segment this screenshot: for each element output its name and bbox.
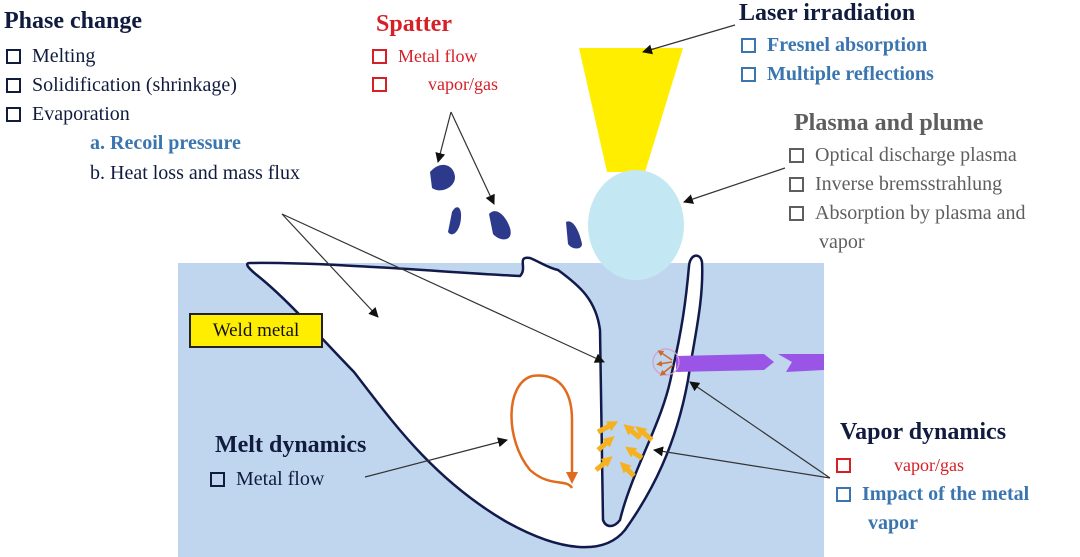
melt-flow-arrow	[510, 374, 574, 489]
keyhole-outline	[246, 254, 704, 549]
spatter-droplet	[566, 221, 582, 249]
leader-line	[689, 381, 831, 479]
list-item-label: Metal flow	[236, 468, 325, 490]
leader-line	[683, 167, 786, 204]
list-item: Solidification (shrinkage)	[6, 71, 237, 100]
laser-title: Laser irradiation	[739, 0, 916, 26]
checkbox-icon	[6, 78, 21, 93]
checkbox-icon	[741, 38, 756, 53]
list-item: vapor/gas	[372, 70, 498, 98]
list-item-label: vapor	[868, 512, 918, 534]
secondary-beam	[778, 354, 824, 372]
list-item: Multiple reflections	[741, 60, 934, 89]
plasma-title: Plasma and plume	[794, 110, 984, 136]
list-item: vapor	[789, 228, 1026, 257]
leader-line	[642, 24, 736, 55]
list-item-label: Evaporation	[32, 103, 130, 125]
laser-beam	[579, 48, 683, 172]
checkbox-icon	[6, 49, 21, 64]
impact-arrow	[656, 360, 673, 367]
vapor-arrow	[596, 421, 619, 435]
vapor-arrow	[619, 461, 636, 478]
list-item-label: Fresnel absorption	[767, 34, 928, 56]
spatter-droplet	[489, 211, 511, 240]
leader-line	[435, 111, 452, 163]
leader-line	[450, 111, 495, 205]
melt-dynamics-title: Melt dynamics	[215, 432, 367, 458]
list-item: Absorption by plasma and	[789, 199, 1026, 228]
weld-metal-label: Weld metal	[189, 313, 323, 348]
phase-change-sub-a: a. Recoil pressure	[90, 132, 241, 154]
list-item: vapor/gas	[836, 451, 1029, 480]
leader-line	[653, 446, 831, 479]
vapor-arrow	[594, 456, 613, 472]
list-item-label: Solidification (shrinkage)	[32, 74, 237, 96]
checkbox-icon	[6, 107, 21, 122]
checkbox-icon	[210, 472, 225, 487]
laser-list: Fresnel absorption Multiple reflections	[741, 31, 934, 89]
leader-line	[364, 437, 508, 478]
impact-arrow	[657, 350, 673, 361]
checkbox-icon	[836, 487, 851, 502]
checkbox-icon	[789, 177, 804, 192]
vapor-dynamics-title: Vapor dynamics	[840, 419, 1007, 445]
list-item-label: Multiple reflections	[767, 63, 934, 85]
list-item: Evaporation	[6, 100, 237, 129]
list-item-label: vapor	[819, 231, 865, 253]
melt-dynamics-list: Metal flow	[210, 465, 324, 494]
list-item-label: Metal flow	[398, 46, 478, 66]
phase-change-list: Melting Solidification (shrinkage) Evapo…	[6, 42, 237, 129]
vapor-arrow	[625, 446, 644, 461]
phase-change-title: Phase change	[4, 8, 142, 34]
list-item: vapor	[836, 509, 1029, 538]
melt-flow-arrow	[531, 374, 578, 484]
list-item-label: Impact of the metal	[862, 483, 1030, 505]
plasma-plume	[588, 170, 684, 280]
vapor-dynamics-list: vapor/gas Impact of the metal vapor	[836, 451, 1029, 538]
list-item-label: vapor/gas	[428, 74, 498, 94]
vapor-arrow	[635, 426, 654, 442]
list-item: Melting	[6, 42, 237, 71]
spatter-droplet	[448, 207, 462, 235]
checkbox-icon	[372, 48, 387, 64]
leader-line	[281, 213, 379, 318]
impact-arrow	[659, 364, 674, 376]
list-item: Optical discharge plasma	[789, 141, 1026, 170]
checkbox-icon	[836, 458, 851, 473]
checkbox-icon	[741, 67, 756, 82]
list-item: Fresnel absorption	[741, 31, 934, 60]
spatter-droplet	[430, 164, 455, 191]
checkbox-icon	[789, 206, 804, 221]
leader-line	[281, 213, 605, 363]
list-item-label: Absorption by plasma and	[815, 202, 1026, 224]
list-item-label: vapor/gas	[894, 455, 964, 475]
plasma-list: Optical discharge plasma Inverse bremsst…	[789, 141, 1026, 257]
list-item-label: Optical discharge plasma	[815, 144, 1017, 166]
vapor-arrow	[596, 436, 615, 452]
list-item: Metal flow	[372, 42, 498, 70]
spatter-list: Metal flow vapor/gas	[372, 42, 498, 98]
checkbox-icon	[372, 76, 387, 92]
list-item-label: Inverse bremsstrahlung	[815, 173, 1003, 195]
spatter-title: Spatter	[376, 11, 452, 37]
phase-change-sub-b: b. Heat loss and mass flux	[90, 162, 300, 184]
list-item-label: Melting	[32, 45, 96, 67]
checkbox-icon	[789, 148, 804, 163]
list-item: Inverse bremsstrahlung	[789, 170, 1026, 199]
list-item: Impact of the metal	[836, 480, 1029, 509]
secondary-beam	[676, 354, 774, 372]
list-item: Metal flow	[210, 465, 324, 494]
